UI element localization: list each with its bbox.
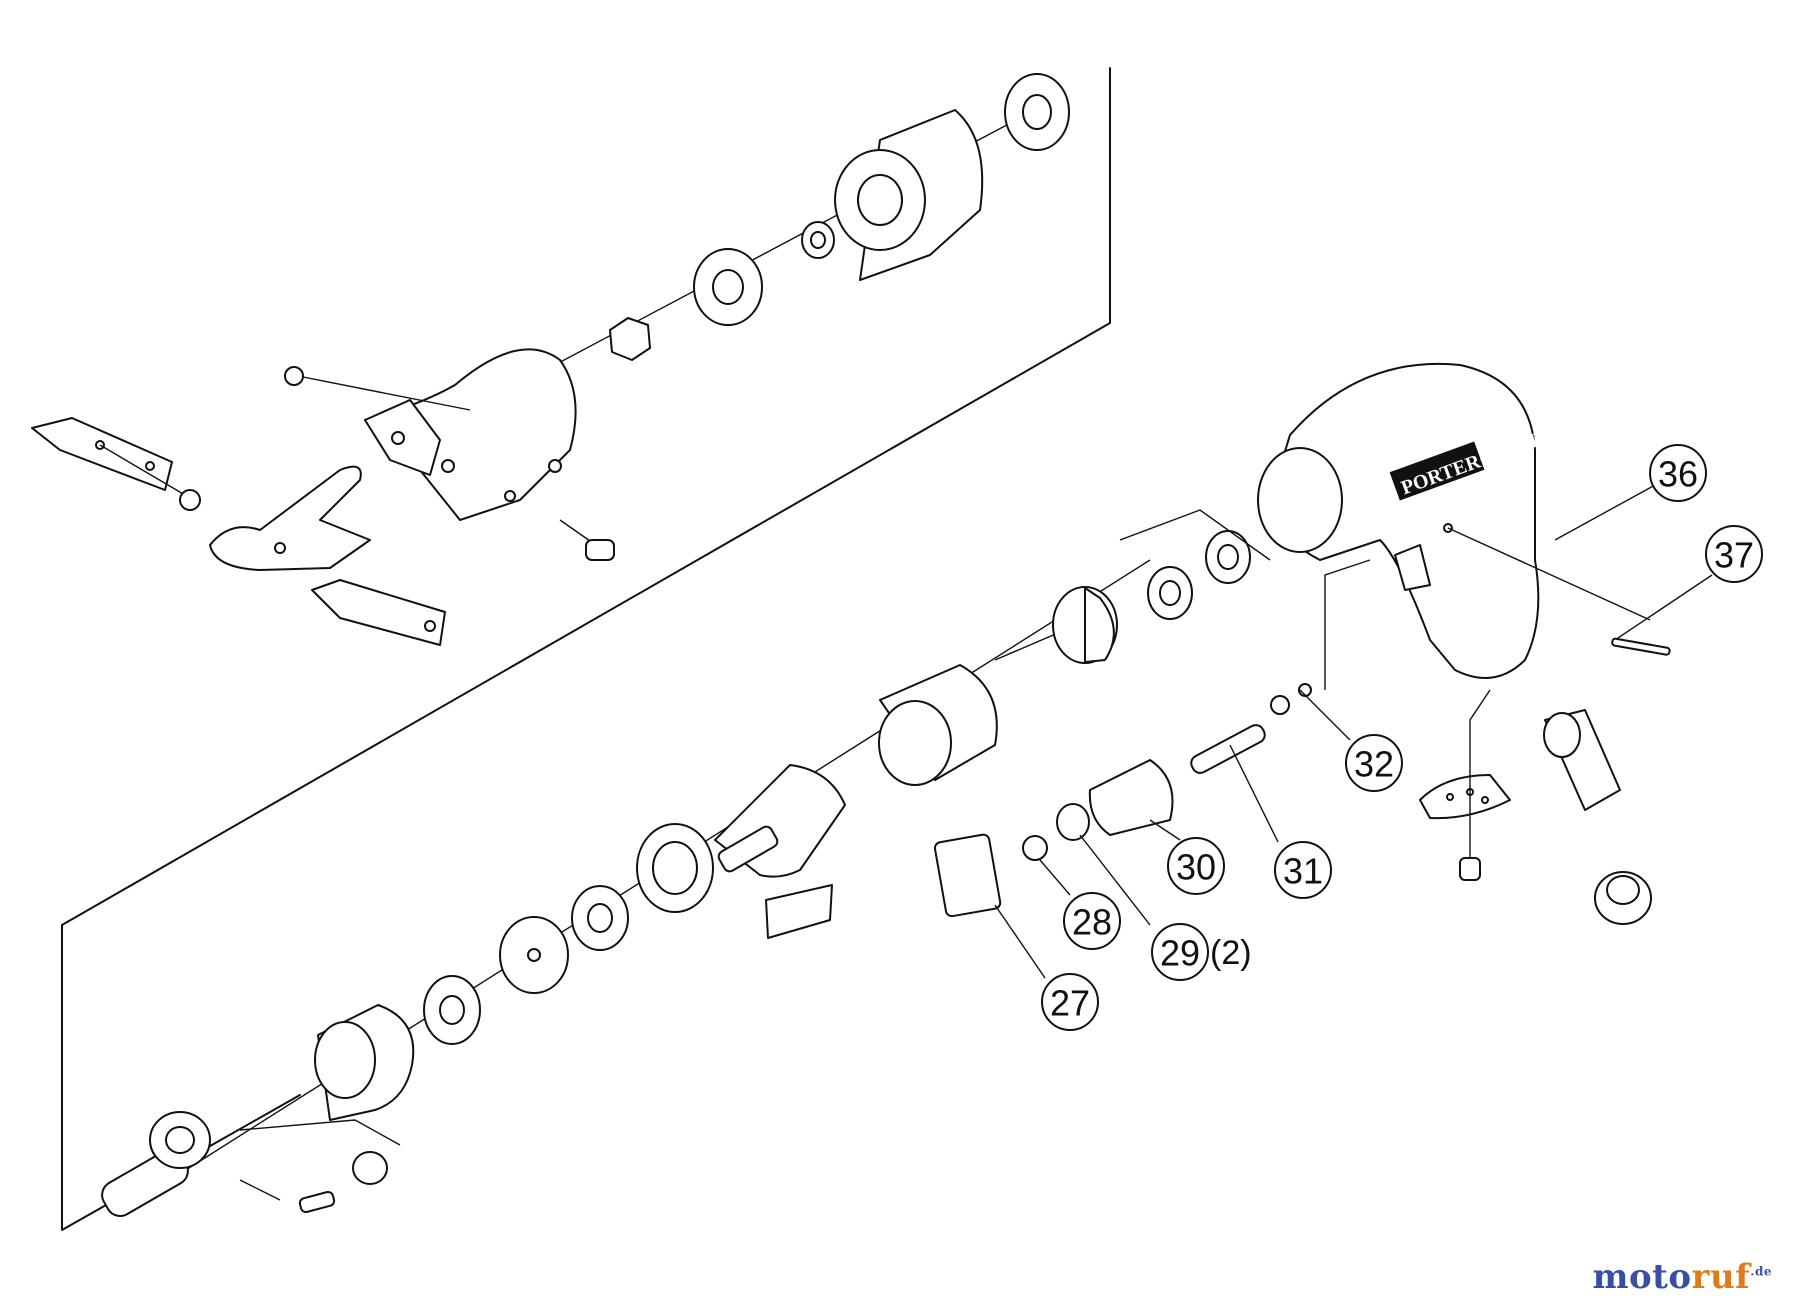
callout-label: 29 (1160, 933, 1200, 974)
callout-36: 36 (1649, 444, 1707, 502)
callout-label: 36 (1658, 454, 1698, 495)
callout-31: 31 (1274, 841, 1332, 899)
callout-32: 32 (1345, 734, 1403, 792)
callout-circle (1167, 837, 1225, 895)
watermark-logo: motoruf.de (1592, 1257, 1772, 1297)
callout-circle (1151, 923, 1209, 981)
callout-group: 27 28 29 30 31 32 36 37 (1041, 444, 1763, 1031)
callout-circle (1649, 444, 1707, 502)
callout-circle (1345, 734, 1403, 792)
callout-circle (1041, 973, 1099, 1031)
watermark-suffix: .de (1750, 1264, 1772, 1279)
leader-lines (994, 689, 1351, 979)
callout-label: 32 (1354, 744, 1394, 785)
callout-37: 37 (1705, 525, 1763, 583)
callout-28: 28 (1063, 892, 1121, 950)
valve-parts (933, 559, 1371, 918)
handle-housing: PORTER+CABLE (1257, 362, 1713, 925)
callout-circle (1705, 525, 1763, 583)
callout-circle (1274, 841, 1332, 899)
callout-label: 27 (1050, 983, 1090, 1024)
callout-label: 30 (1176, 847, 1216, 888)
callout-label: 28 (1072, 902, 1112, 943)
callout-30: 30 (1167, 837, 1225, 895)
panel-outline (61, 67, 1111, 1231)
callout-27: 27 (1041, 973, 1099, 1031)
callout-circle (1063, 892, 1121, 950)
lower-assembly (101, 509, 1271, 1217)
callout-29: 29 (1151, 923, 1209, 981)
watermark-part2: ruf (1691, 1257, 1751, 1297)
callout-label: 31 (1283, 851, 1323, 892)
upper-assembly (31, 73, 1070, 646)
watermark-part1: moto (1592, 1257, 1692, 1297)
callout-label: 37 (1714, 535, 1754, 576)
quantity-note: (2) (1210, 934, 1252, 972)
